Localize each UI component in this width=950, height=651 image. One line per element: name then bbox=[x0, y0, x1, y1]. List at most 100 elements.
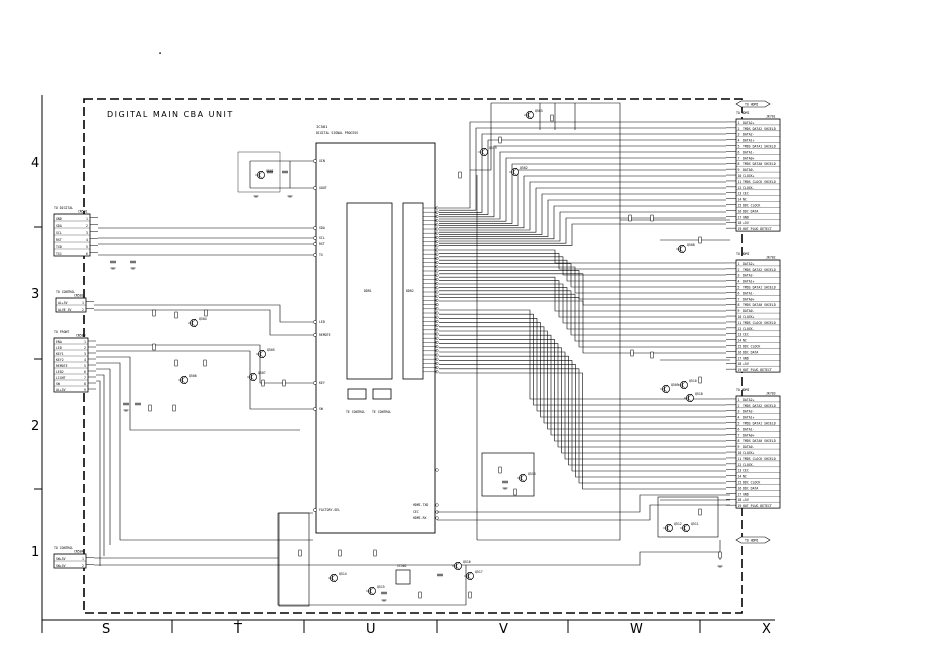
wire bbox=[439, 270, 726, 299]
connector-body bbox=[735, 259, 781, 373]
ic-pin-label: REMOTE bbox=[319, 333, 331, 337]
wire bbox=[439, 365, 726, 477]
connector-pin-label: SW bbox=[56, 382, 60, 386]
connector-label: TO HDMI bbox=[736, 111, 750, 115]
wire bbox=[470, 103, 491, 170]
connector-pin-label: CEC bbox=[743, 333, 749, 337]
ic-pin bbox=[313, 381, 317, 385]
transistor-ref: Q505 bbox=[267, 348, 275, 352]
connector-pin-number: 19 bbox=[738, 227, 742, 231]
connector-pin-label: DDC DATA bbox=[743, 350, 758, 354]
wire bbox=[439, 327, 726, 423]
ic-pin-label: XOUT bbox=[319, 186, 327, 190]
hdmi-tag-bottom: TO HDMI bbox=[736, 537, 770, 543]
connector-pin-number: 9 bbox=[84, 388, 86, 392]
main-ic-part: DIGITAL SIGNAL PROCESS bbox=[316, 131, 358, 135]
ic-pin bbox=[313, 242, 317, 246]
te-control-2 bbox=[372, 388, 392, 400]
connector-pin-label: DATA2+ bbox=[743, 262, 755, 266]
connector-pin-number: 12 bbox=[738, 463, 742, 467]
ic-pin-label: XIN bbox=[319, 159, 325, 163]
connector-pin-number: 9 bbox=[738, 309, 740, 313]
transistor-ref: Q514 bbox=[339, 572, 347, 576]
connector-pin-label: TMDS CLOCK SHIELD bbox=[743, 457, 776, 461]
wire bbox=[439, 287, 726, 329]
wire bbox=[96, 369, 110, 545]
resistor bbox=[498, 136, 502, 144]
connector-pin-label: TMDS CLOCK SHIELD bbox=[743, 321, 776, 325]
wire bbox=[439, 257, 726, 275]
transistor: Q508 bbox=[676, 243, 695, 253]
connector-pin-number: 2 bbox=[84, 346, 86, 350]
wire bbox=[439, 339, 726, 441]
connector-pin-label: AL+5V bbox=[56, 388, 66, 392]
wire bbox=[439, 284, 726, 323]
connector-pin-label: GND bbox=[743, 215, 749, 219]
connector-pin-number: 13 bbox=[738, 469, 742, 473]
connector-pin-number: 10 bbox=[738, 315, 742, 319]
resistor bbox=[148, 404, 152, 412]
wire bbox=[439, 298, 726, 347]
connector-ref: JK701 bbox=[766, 115, 776, 119]
wire bbox=[439, 170, 726, 226]
connector-pin-label: TMDS DATA1 SHIELD bbox=[743, 422, 776, 426]
column-label: W bbox=[630, 622, 643, 637]
connector-pin-label: TMDS CLOCK SHIELD bbox=[743, 180, 776, 184]
connector-pin-number: 17 bbox=[738, 492, 742, 496]
connector-ref: CN503 bbox=[76, 334, 86, 338]
connector-pin-label: LIGHT bbox=[56, 376, 66, 380]
connector-body bbox=[53, 337, 89, 393]
connector-label: TO HDMI bbox=[736, 388, 750, 392]
connector-pin-label: DDC CLOCK bbox=[743, 345, 760, 349]
wire bbox=[96, 345, 313, 383]
connector-pin-number: 16 bbox=[738, 209, 742, 213]
connector-pin-label: REMOTE bbox=[56, 364, 68, 368]
connector-pin-label: DATA1- bbox=[743, 427, 755, 431]
connector-pin-label: DATA1- bbox=[743, 291, 755, 295]
ic-pin bbox=[313, 333, 317, 337]
transistor: Q516 bbox=[452, 560, 471, 570]
connector-pin-label: SW+5V bbox=[56, 557, 66, 561]
wire bbox=[439, 200, 726, 237]
connector-pin-label: DATA2- bbox=[743, 410, 755, 414]
ic-pin bbox=[435, 468, 439, 472]
resistor bbox=[152, 309, 156, 317]
ic-pin bbox=[313, 407, 317, 411]
ic-pin-label: FACTORY-SEL bbox=[319, 508, 340, 512]
connector-pin-label: DATA0+ bbox=[743, 156, 755, 160]
connector-ref: JK703 bbox=[766, 392, 776, 396]
wire bbox=[439, 294, 726, 341]
connector-pin-label: TMDS DATA2 SHIELD bbox=[743, 268, 776, 272]
wire bbox=[439, 128, 726, 210]
board-title: DIGITAL MAIN CBA UNIT bbox=[107, 110, 234, 119]
connector-body bbox=[735, 395, 781, 509]
connector-pin-number: 11 bbox=[738, 321, 742, 325]
connector-pin-label: DATA1+ bbox=[743, 280, 755, 284]
resistor bbox=[172, 404, 176, 412]
connector-pin-label: CLOCK+ bbox=[743, 451, 755, 455]
connector-pin-label: NC bbox=[743, 475, 747, 479]
connector-pin-number: 18 bbox=[738, 221, 742, 225]
stray-mark: . bbox=[158, 43, 162, 58]
wire bbox=[439, 164, 726, 223]
ground-symbol bbox=[131, 268, 136, 269]
connector-pin-number: 2 bbox=[86, 224, 88, 228]
transistor: Q502 bbox=[509, 166, 528, 176]
ground-symbol bbox=[124, 410, 129, 411]
wire bbox=[439, 176, 726, 228]
resistor bbox=[338, 549, 342, 557]
wire bbox=[439, 264, 726, 287]
wire bbox=[439, 182, 726, 230]
connector-pin-label: +5V bbox=[743, 221, 749, 225]
transistor-ref: Q503 bbox=[535, 109, 543, 113]
connector-pin-number: 7 bbox=[738, 297, 740, 301]
connector-pin-label: CLOCK- bbox=[743, 327, 755, 331]
wire bbox=[96, 381, 100, 566]
connector-body bbox=[735, 118, 781, 232]
wire bbox=[439, 356, 726, 465]
ic-pin bbox=[313, 186, 317, 190]
connector-pin-label: CEC bbox=[743, 469, 749, 473]
connector-pin-number: 1 bbox=[86, 217, 88, 221]
capacitor bbox=[502, 481, 508, 483]
connector-pin-label: +5V bbox=[743, 498, 749, 502]
